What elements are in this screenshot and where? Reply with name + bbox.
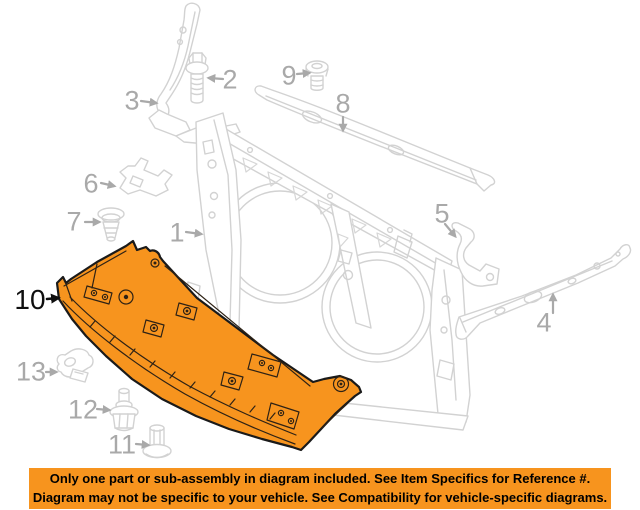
disclaimer-banner: Only one part or sub-assembly in diagram…: [29, 468, 611, 509]
callout-1: 1: [169, 217, 185, 248]
callout-arrow-12: [95, 404, 112, 414]
callout-arrow-6: [99, 180, 117, 189]
callout-10-highlighted: 10: [14, 284, 46, 315]
part-10-splash-shield-drawing: [55, 239, 363, 452]
part-9-screw-drawing: [305, 60, 329, 91]
part-7-clip-drawing: [97, 207, 125, 242]
part-4-side-support-drawing: [455, 244, 632, 340]
disclaimer-line-2: Diagram may not be specific to your vehi…: [32, 489, 608, 505]
disclaimer-line-1: Only one part or sub-assembly in diagram…: [49, 471, 591, 486]
callout-11: 11: [107, 429, 137, 460]
callout-3: 3: [124, 85, 140, 116]
callout-arrow-11: [134, 439, 151, 449]
part-6-bracket-drawing: [119, 157, 173, 197]
callout-13: 13: [15, 356, 47, 387]
callout-arrow-10: [45, 293, 61, 304]
part-1-radiator-support-drawing: [185, 112, 471, 431]
part-5-bracket-drawing: [451, 221, 500, 287]
callout-arrow-5: [443, 222, 457, 239]
callout-7: 7: [66, 206, 82, 237]
callout-12: 12: [67, 394, 99, 425]
callout-2: 2: [222, 64, 238, 95]
callout-4: 4: [536, 307, 552, 338]
callout-arrow-9: [295, 69, 312, 79]
callout-arrow-2: [206, 73, 225, 83]
part-2-bolt-drawing: [185, 52, 209, 104]
parts-diagram-art: [44, 2, 632, 459]
callout-arrow-3: [139, 97, 159, 107]
part-13-clamp-drawing: [56, 348, 94, 383]
callout-5: 5: [434, 198, 450, 229]
callout-8: 8: [335, 88, 351, 119]
part-8-air-guide-drawing: [254, 85, 496, 192]
callout-9: 9: [281, 60, 297, 91]
part-12-bolt-drawing: [109, 387, 139, 432]
callout-arrow-1: [184, 228, 204, 238]
callout-arrows-gray: [44, 69, 558, 449]
part-11-bolt-drawing: [142, 424, 172, 459]
callout-6: 6: [83, 168, 99, 199]
